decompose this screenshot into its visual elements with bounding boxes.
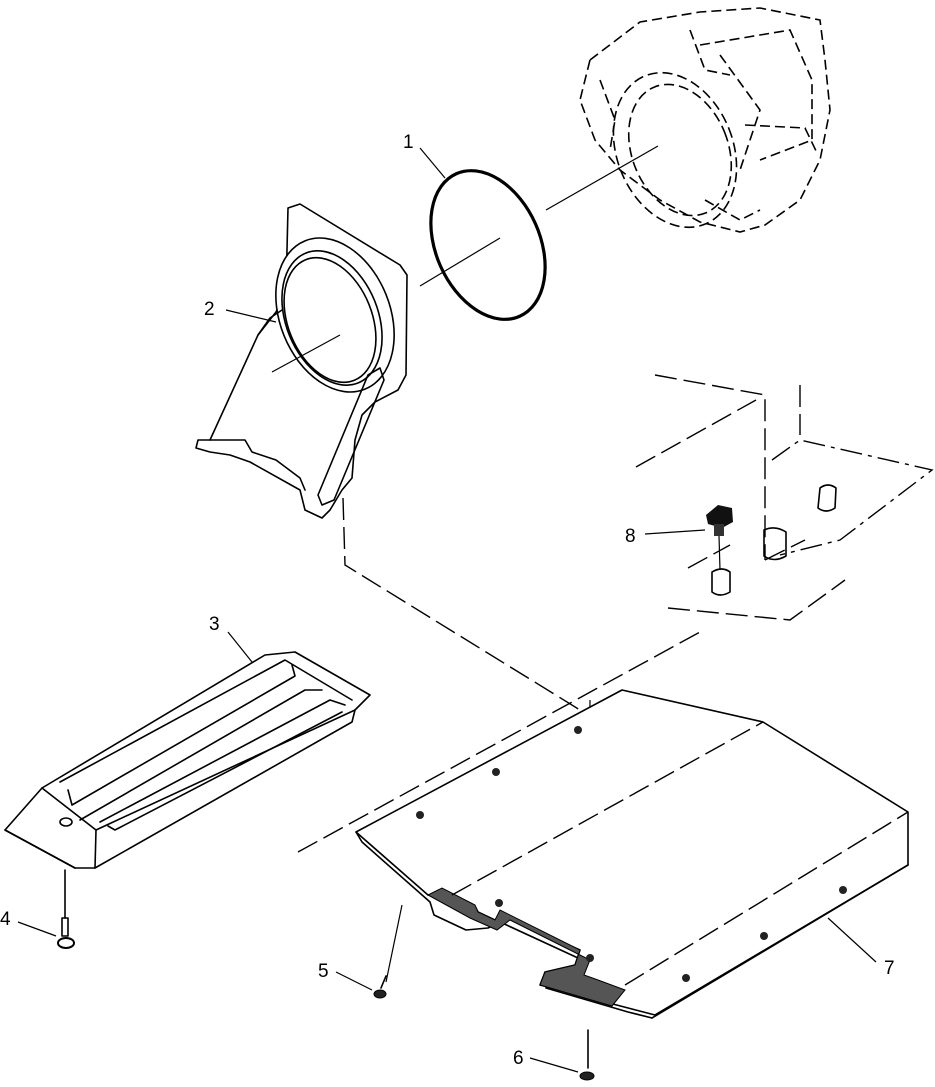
callout-5: 5 <box>318 961 329 982</box>
callout-1: 1 <box>403 132 414 153</box>
callout-6: 6 <box>513 1048 524 1069</box>
screw-5 <box>373 975 387 999</box>
phantom-bracket <box>635 374 934 621</box>
ride-plate-shoe <box>4 651 371 869</box>
bolt-8 <box>706 505 733 571</box>
callout-3: 3 <box>209 614 220 635</box>
ride-plate <box>355 689 909 1019</box>
callout-leaders <box>17 147 877 1073</box>
screw-4 <box>57 869 75 949</box>
callout-8: 8 <box>625 526 636 547</box>
callout-7: 7 <box>884 958 895 979</box>
screw-6 <box>579 1029 595 1081</box>
o-ring <box>419 145 659 321</box>
pump-housing-phantom <box>579 7 831 233</box>
callout-4: 4 <box>0 909 11 930</box>
callout-2: 2 <box>204 299 215 320</box>
intake-adapter <box>195 203 408 519</box>
